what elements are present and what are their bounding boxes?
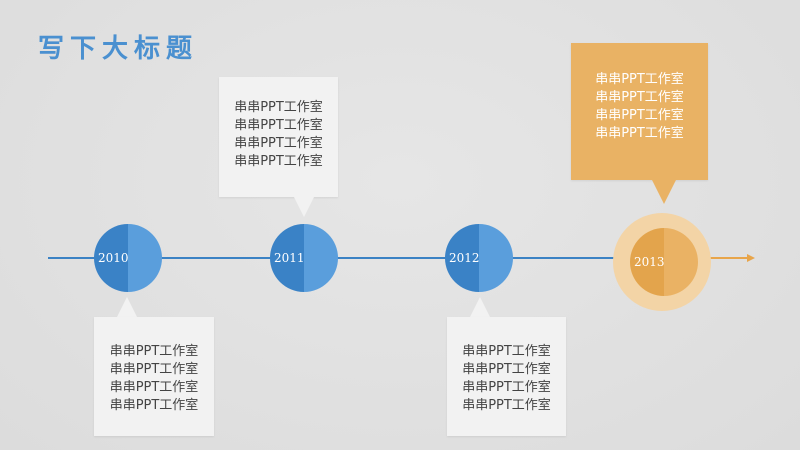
callout-line: 串串PPT工作室 bbox=[234, 136, 323, 151]
callout-line: 串串PPT工作室 bbox=[109, 344, 199, 359]
callout-line: 串串PPT工作室 bbox=[462, 398, 551, 413]
callout-box-2011: 串串PPT工作室 串串PPT工作室 串串PPT工作室 串串PPT工作室 bbox=[219, 77, 338, 197]
callout-tail bbox=[652, 180, 676, 204]
callout-box-2012: 串串PPT工作室 串串PPT工作室 串串PPT工作室 串串PPT工作室 bbox=[447, 317, 566, 436]
callout-line: 串串PPT工作室 bbox=[234, 118, 323, 133]
timeline-arrow-icon bbox=[747, 254, 755, 262]
callout-line: 串串PPT工作室 bbox=[462, 362, 551, 377]
milestone-node-2011[interactable]: 2011 bbox=[270, 224, 338, 292]
callout-line: 串串PPT工作室 bbox=[109, 362, 199, 377]
page-title: 写下大标题 bbox=[38, 34, 199, 64]
callout-line: 串串PPT工作室 bbox=[595, 126, 684, 141]
callout-tail bbox=[470, 297, 490, 317]
callout-box-2013: 串串PPT工作室 串串PPT工作室 串串PPT工作室 串串PPT工作室 bbox=[571, 43, 708, 180]
callout-box-2010: 串串PPT工作室 串串PPT工作室 串串PPT工作室 串串PPT工作室 bbox=[94, 317, 214, 436]
milestone-year: 2012 bbox=[449, 251, 480, 265]
callout-line: 串串PPT工作室 bbox=[595, 108, 684, 123]
callout-line: 串串PPT工作室 bbox=[595, 90, 684, 105]
milestone-node-2013[interactable]: 2013 bbox=[630, 228, 698, 296]
milestone-year: 2013 bbox=[634, 255, 665, 269]
milestone-year: 2011 bbox=[274, 251, 305, 265]
callout-line: 串串PPT工作室 bbox=[462, 380, 551, 395]
callout-line: 串串PPT工作室 bbox=[109, 380, 199, 395]
callout-line: 串串PPT工作室 bbox=[234, 100, 323, 115]
milestone-node-2012[interactable]: 2012 bbox=[445, 224, 513, 292]
callout-line: 串串PPT工作室 bbox=[109, 398, 199, 413]
callout-line: 串串PPT工作室 bbox=[462, 344, 551, 359]
timeline-line bbox=[48, 257, 628, 259]
callout-line: 串串PPT工作室 bbox=[234, 154, 323, 169]
milestone-node-2010[interactable]: 2010 bbox=[94, 224, 162, 292]
callout-tail bbox=[294, 197, 314, 217]
callout-line: 串串PPT工作室 bbox=[595, 72, 684, 87]
callout-tail bbox=[117, 297, 137, 317]
milestone-year: 2010 bbox=[98, 251, 129, 265]
